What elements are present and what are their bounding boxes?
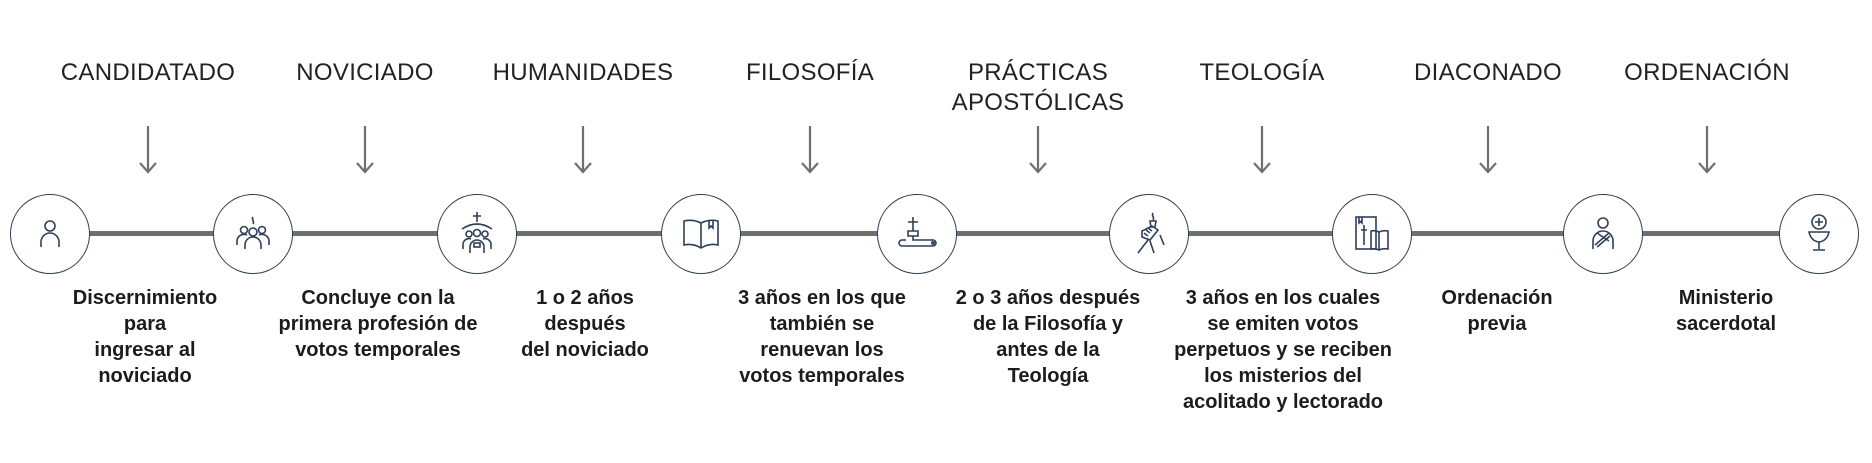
- node-candidatado: [10, 194, 90, 274]
- stage-title-filosofia: FILOSOFÍA: [745, 59, 875, 86]
- stage-title-humanidades: HUMANIDADES: [492, 59, 674, 86]
- description-line: los misterios del: [1204, 365, 1362, 387]
- node-ordenacion: [1779, 194, 1859, 274]
- description-line: renuevan los: [760, 339, 884, 361]
- hands-torch-icon: [1137, 212, 1165, 254]
- stage-description-noviciado: Concluye con la primera profesión de vot…: [268, 285, 488, 363]
- description-line: acolitado y lectorado: [1182, 391, 1384, 413]
- stage-title-candidatado: CANDIDATADO: [60, 59, 236, 86]
- stage-title-noviciado: NOVICIADO: [296, 59, 434, 86]
- description-line: perpetuos y se reciben: [1174, 339, 1392, 361]
- stage-description-practicas: 2 o 3 años después de la Filosofía y ant…: [938, 285, 1158, 389]
- node-noviciado: [213, 194, 293, 274]
- description-line: previa: [1467, 313, 1527, 335]
- description-line: se emiten votos: [1207, 313, 1359, 335]
- stage-description-diaconado: Ordenación previa: [1387, 285, 1607, 337]
- node-filosofia: [661, 194, 741, 274]
- arrow-down-icon: [139, 126, 157, 174]
- description-line: Ordenación: [1441, 287, 1553, 309]
- description-line: 3 años en los cuales: [1185, 287, 1381, 309]
- description-line: 2 o 3 años después: [955, 287, 1141, 309]
- stage-description-teologia: 3 años en los cuales se emiten votos per…: [1173, 285, 1393, 415]
- description-line: ingresar al: [94, 339, 196, 361]
- description-line: 1 o 2 años: [536, 287, 634, 309]
- arrow-down-icon: [356, 126, 374, 174]
- arrow-down-icon: [1479, 126, 1497, 174]
- title-line: PRÁCTICAS: [967, 59, 1109, 86]
- cross-path-icon: [898, 217, 937, 247]
- description-line: Concluye con la: [301, 287, 455, 309]
- node-bible: [1332, 194, 1412, 274]
- description-line: Ministerio: [1678, 287, 1774, 309]
- arrow-down-icon: [1029, 126, 1047, 174]
- node-teologia: [1109, 194, 1189, 274]
- person-icon: [40, 220, 60, 247]
- arrow-down-icon: [801, 126, 819, 174]
- title-line: APOSTÓLICAS: [951, 89, 1125, 116]
- description-line: sacerdotal: [1675, 313, 1777, 335]
- arrow-down-icon: [1253, 126, 1271, 174]
- description-line: antes de la: [996, 339, 1100, 361]
- group-flame-icon: [236, 216, 270, 249]
- description-line: después: [544, 313, 626, 335]
- open-book-icon: [683, 219, 719, 249]
- deacon-stole-icon: [1592, 217, 1614, 249]
- node-diaconado: [1563, 194, 1643, 274]
- description-line: de la Filosofía y: [972, 313, 1124, 335]
- description-line: para: [123, 313, 167, 335]
- stage-description-humanidades: 1 o 2 años después del noviciado: [475, 285, 695, 363]
- description-line: noviciado: [98, 365, 192, 387]
- node-practicas: [877, 194, 957, 274]
- stage-title-diaconado: DIACONADO: [1413, 59, 1563, 86]
- stage-description-filosofia: 3 años en los que también se renuevan lo…: [712, 285, 932, 389]
- description-line: 3 años en los que: [738, 287, 906, 309]
- description-line: Discernimiento: [72, 287, 218, 309]
- arrow-down-icon: [574, 126, 592, 174]
- stage-description-candidatado: Discernimiento para ingresar al noviciad…: [35, 285, 255, 389]
- stage-description-ordenacion: Ministerio sacerdotal: [1616, 285, 1836, 337]
- description-line: votos temporales: [295, 339, 461, 361]
- bible-book-icon: [1355, 216, 1389, 251]
- description-line: Teología: [1007, 365, 1089, 387]
- arrow-down-icon: [1698, 126, 1716, 174]
- node-humanidades: [437, 194, 517, 274]
- church-community-icon: [461, 212, 493, 253]
- chalice-host-icon: [1808, 214, 1830, 251]
- description-line: votos temporales: [739, 365, 905, 387]
- description-line: primera profesión de: [278, 313, 478, 335]
- stage-title-practicas: PRÁCTICAS APOSTÓLICAS: [918, 58, 1158, 118]
- stage-title-ordenacion: ORDENACIÓN: [1624, 59, 1790, 86]
- description-line: también se: [769, 313, 875, 335]
- stage-title-teologia: TEOLOGÍA: [1199, 59, 1325, 86]
- description-line: del noviciado: [521, 339, 649, 361]
